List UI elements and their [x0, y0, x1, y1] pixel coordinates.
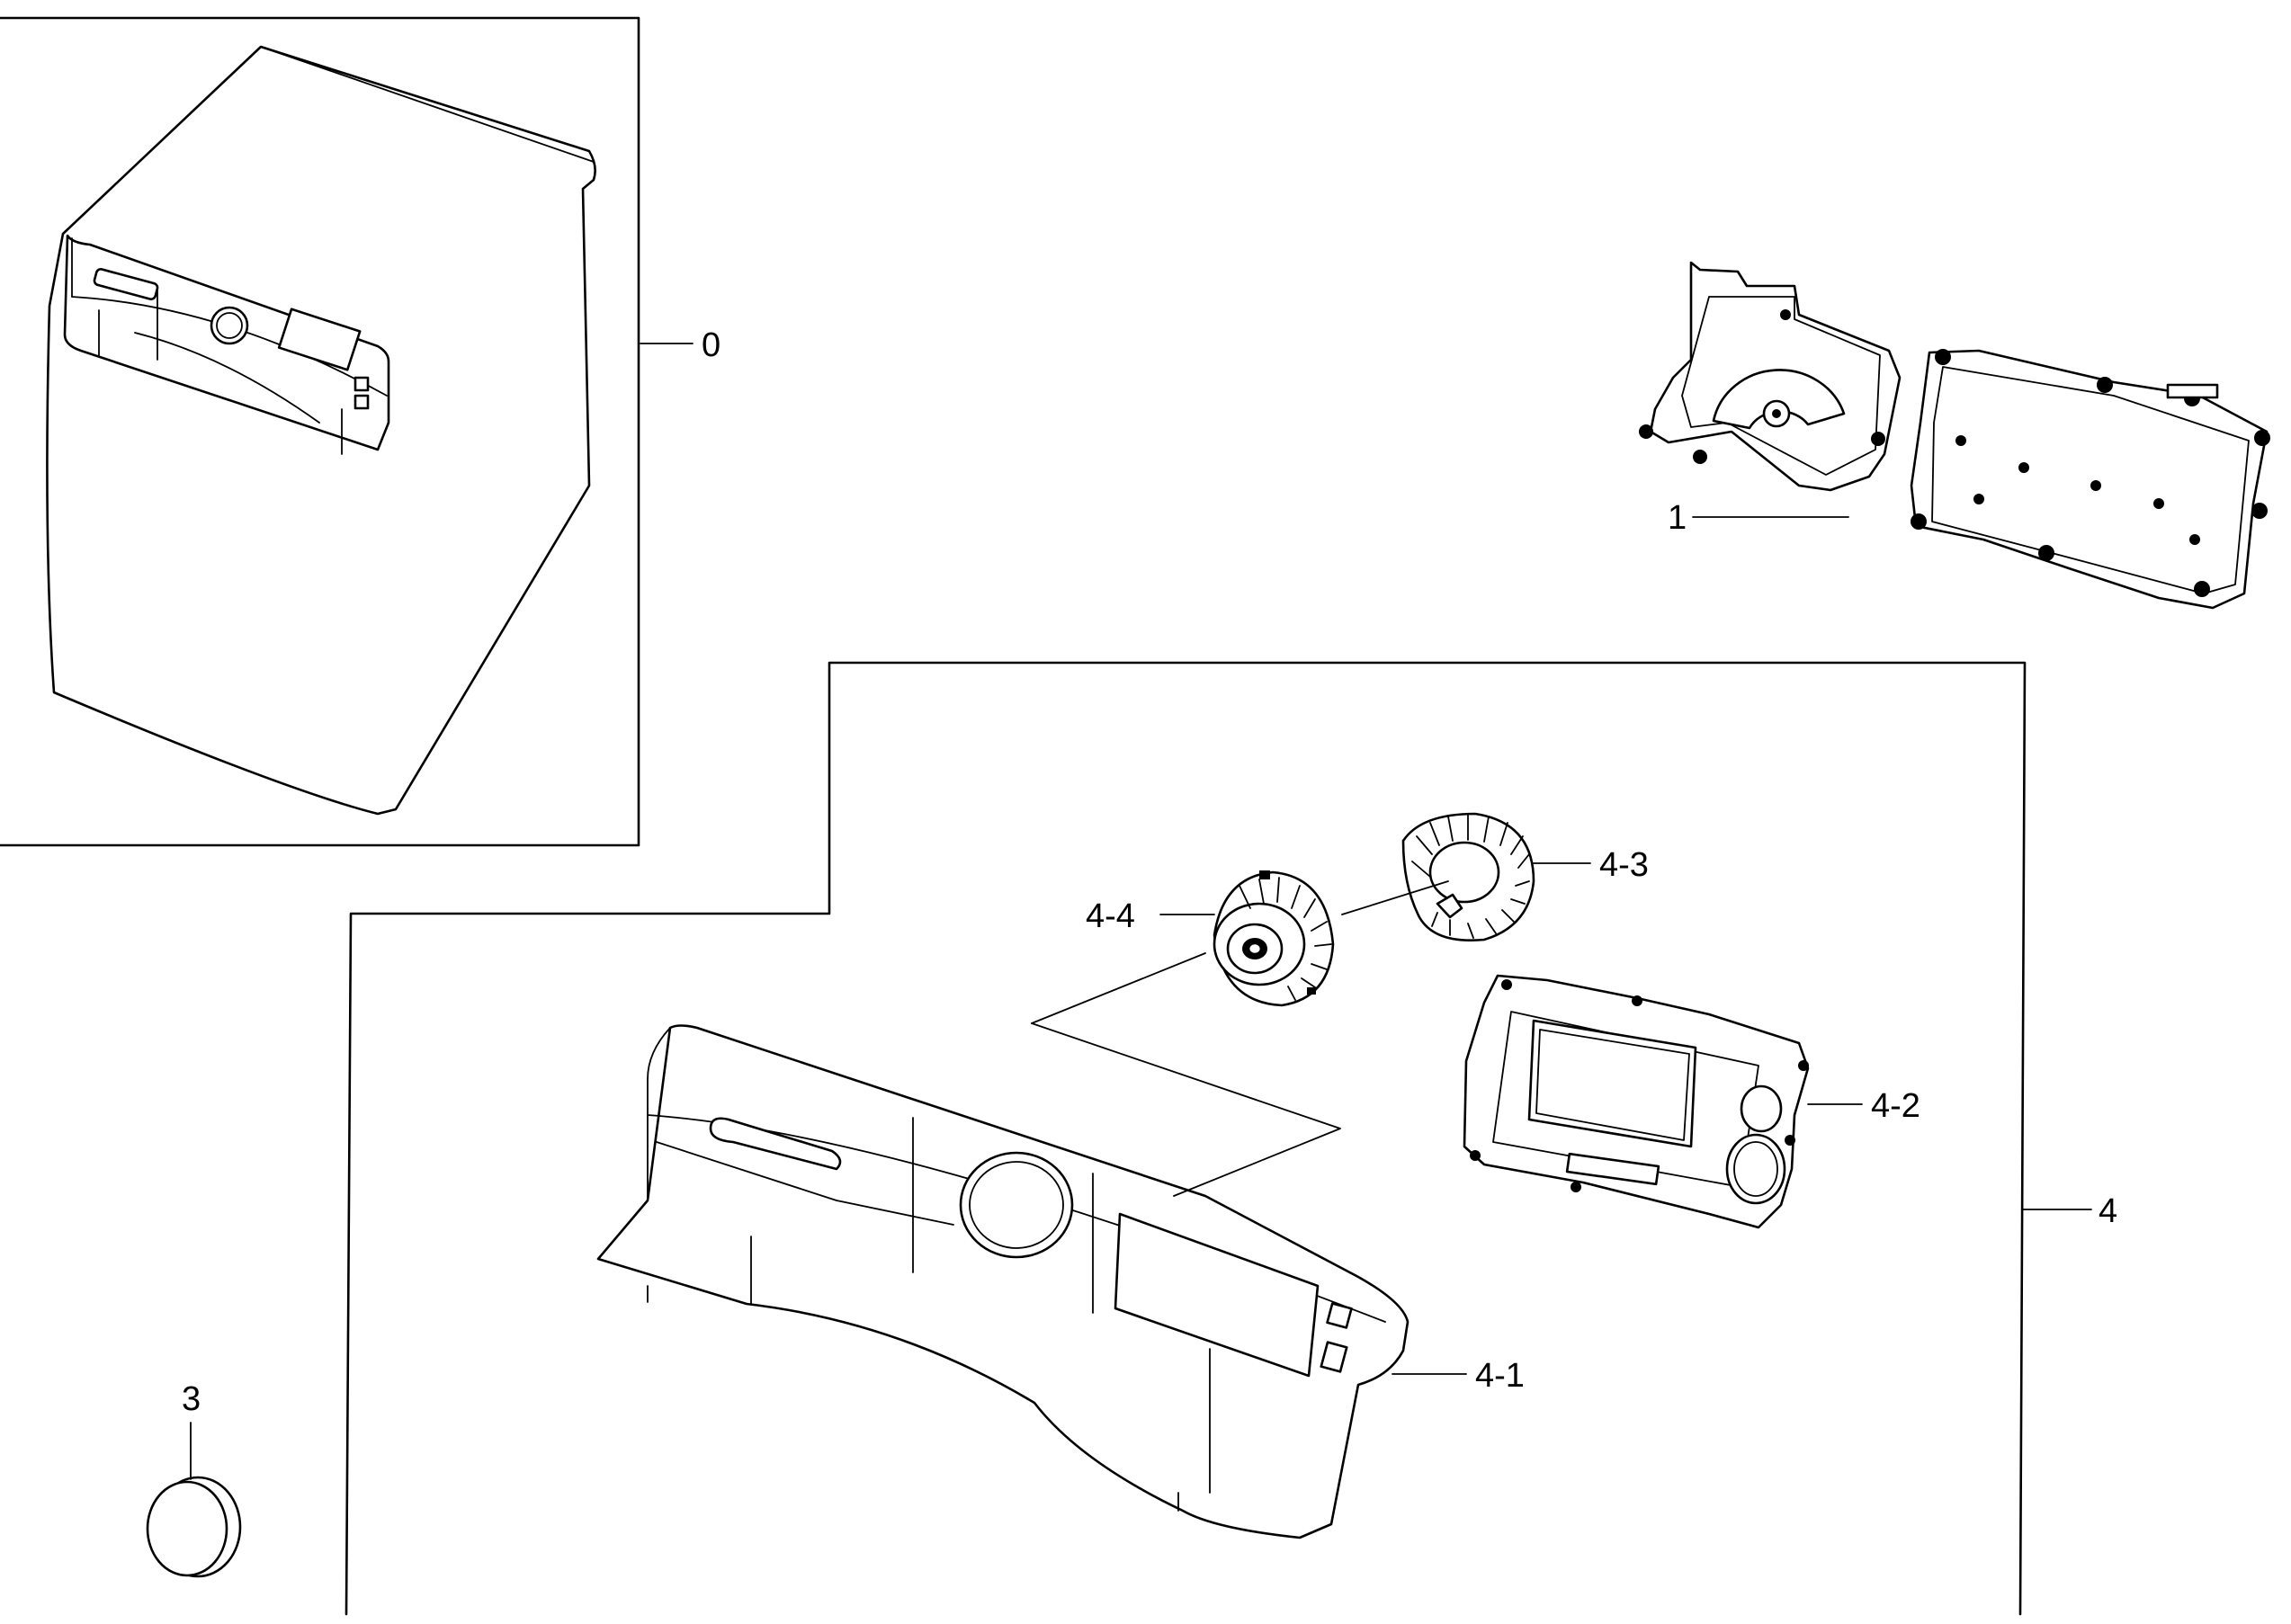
- callout-label-4: 4: [2099, 1192, 2117, 1230]
- callout-label-3: 3: [182, 1380, 201, 1418]
- callout-label-4-2: 4-2: [1871, 1087, 1920, 1125]
- callout-label-1: 1: [1668, 499, 1687, 537]
- assembly-0-frame: [0, 16, 640, 847]
- callout-0: 0: [640, 326, 720, 364]
- assembly-4-frame: [345, 661, 2027, 1616]
- part-3-cap: [146, 1476, 242, 1578]
- callout-4-2: 4-2: [1807, 1087, 1920, 1125]
- callout-label-0: 0: [702, 326, 720, 364]
- callout-label-4-4: 4-4: [1086, 897, 1135, 935]
- callout-1: 1: [1668, 499, 1849, 537]
- assembly-guide-lines: [1031, 880, 1449, 1197]
- callout-label-4-3: 4-3: [1599, 846, 1649, 884]
- part-4-1-panel-frame: [596, 1024, 1410, 1539]
- part-4-3-encoder-ring: [1401, 812, 1535, 941]
- part-1-pcb-assembly: [1639, 261, 2270, 610]
- part-4-2-display-pcb: [1463, 974, 1810, 1229]
- callout-label-4-1: 4-1: [1475, 1357, 1525, 1395]
- callout-3: 3: [182, 1380, 201, 1480]
- callout-4-1: 4-1: [1392, 1357, 1525, 1395]
- callout-4-3: 4-3: [1533, 846, 1649, 884]
- callout-4: 4: [2021, 1192, 2117, 1230]
- part-4-4-knob-body: [1213, 870, 1335, 1007]
- callout-4-4: 4-4: [1086, 897, 1215, 935]
- part-0-washer-assembly: [46, 45, 596, 816]
